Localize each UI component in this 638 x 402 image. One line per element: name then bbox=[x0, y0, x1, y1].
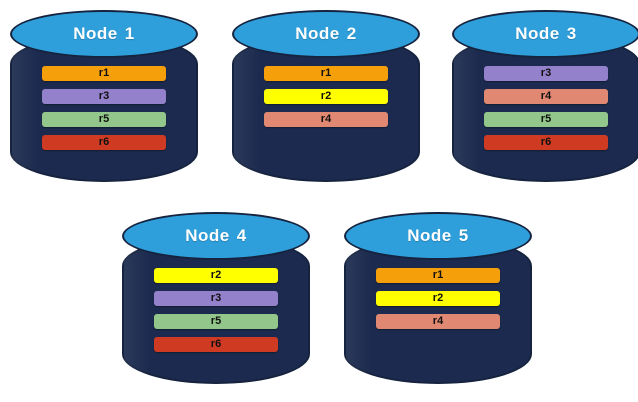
node-title: Node 2 bbox=[295, 24, 356, 44]
node-cylinder-top: Node 2 bbox=[232, 10, 420, 58]
node-title: Node 4 bbox=[185, 226, 246, 246]
replica-list: r1 r2 r4 bbox=[376, 268, 500, 329]
node-title-prefix: Node bbox=[407, 226, 452, 245]
node-title-number: 2 bbox=[346, 24, 357, 43]
node-title-prefix: Node bbox=[295, 24, 340, 43]
node-title-number: 5 bbox=[458, 226, 469, 245]
node-cylinder-top: Node 1 bbox=[10, 10, 198, 58]
node-title: Node 5 bbox=[407, 226, 468, 246]
database-node-3[interactable]: Node 3 r3 r4 r5 r6 bbox=[452, 10, 638, 182]
node-cylinder-top: Node 5 bbox=[344, 212, 532, 260]
node-title-prefix: Node bbox=[73, 24, 118, 43]
replica-bar-r3[interactable]: r3 bbox=[154, 291, 278, 306]
replica-list: r3 r4 r5 r6 bbox=[484, 66, 608, 150]
node-title: Node 3 bbox=[515, 24, 576, 44]
replica-bar-r1[interactable]: r1 bbox=[42, 66, 166, 81]
replica-bar-r3[interactable]: r3 bbox=[42, 89, 166, 104]
database-node-2[interactable]: Node 2 r1 r2 r4 bbox=[232, 10, 420, 182]
replica-bar-r6[interactable]: r6 bbox=[484, 135, 608, 150]
node-cylinder-body bbox=[232, 34, 420, 182]
replica-bar-r1[interactable]: r1 bbox=[264, 66, 388, 81]
replica-bar-r2[interactable]: r2 bbox=[376, 291, 500, 306]
node-title-number: 4 bbox=[236, 226, 247, 245]
node-title-number: 1 bbox=[124, 24, 135, 43]
replica-bar-r1[interactable]: r1 bbox=[376, 268, 500, 283]
node-cylinder-body bbox=[452, 34, 638, 182]
replica-bar-r5[interactable]: r5 bbox=[484, 112, 608, 127]
replica-list: r1 r2 r4 bbox=[264, 66, 388, 127]
node-cylinder-top: Node 4 bbox=[122, 212, 310, 260]
node-title-number: 3 bbox=[566, 24, 577, 43]
node-cylinder-body bbox=[10, 34, 198, 182]
replica-bar-r3[interactable]: r3 bbox=[484, 66, 608, 81]
replica-bar-r6[interactable]: r6 bbox=[154, 337, 278, 352]
replica-bar-r5[interactable]: r5 bbox=[154, 314, 278, 329]
node-cylinder-body bbox=[122, 236, 310, 384]
replica-bar-r2[interactable]: r2 bbox=[154, 268, 278, 283]
replica-bar-r6[interactable]: r6 bbox=[42, 135, 166, 150]
replica-bar-r4[interactable]: r4 bbox=[264, 112, 388, 127]
node-title-prefix: Node bbox=[515, 24, 560, 43]
replica-bar-r5[interactable]: r5 bbox=[42, 112, 166, 127]
node-title-prefix: Node bbox=[185, 226, 230, 245]
node-cylinder-top: Node 3 bbox=[452, 10, 638, 58]
database-node-4[interactable]: Node 4 r2 r3 r5 r6 bbox=[122, 212, 310, 384]
node-title: Node 1 bbox=[73, 24, 134, 44]
replica-list: r2 r3 r5 r6 bbox=[154, 268, 278, 352]
replica-bar-r4[interactable]: r4 bbox=[484, 89, 608, 104]
replica-bar-r2[interactable]: r2 bbox=[264, 89, 388, 104]
replica-list: r1 r3 r5 r6 bbox=[42, 66, 166, 150]
database-node-1[interactable]: Node 1 r1 r3 r5 r6 bbox=[10, 10, 198, 182]
database-node-5[interactable]: Node 5 r1 r2 r4 bbox=[344, 212, 532, 384]
node-cylinder-body bbox=[344, 236, 532, 384]
replica-bar-r4[interactable]: r4 bbox=[376, 314, 500, 329]
